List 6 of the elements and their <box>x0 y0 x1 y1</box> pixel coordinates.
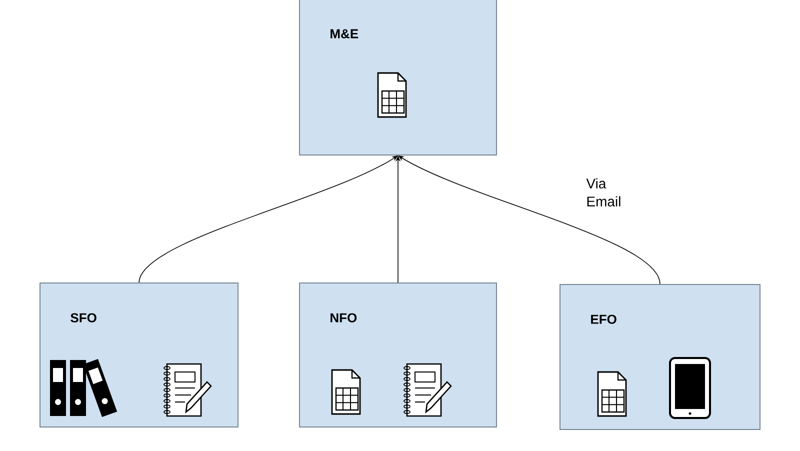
office-box: SFO <box>40 282 238 428</box>
office-box: EFO <box>560 284 760 430</box>
arrow <box>138 156 398 283</box>
office-box: M&E <box>299 0 497 156</box>
edge-label: Via Email <box>586 178 620 206</box>
office-box: NFO <box>299 282 497 428</box>
